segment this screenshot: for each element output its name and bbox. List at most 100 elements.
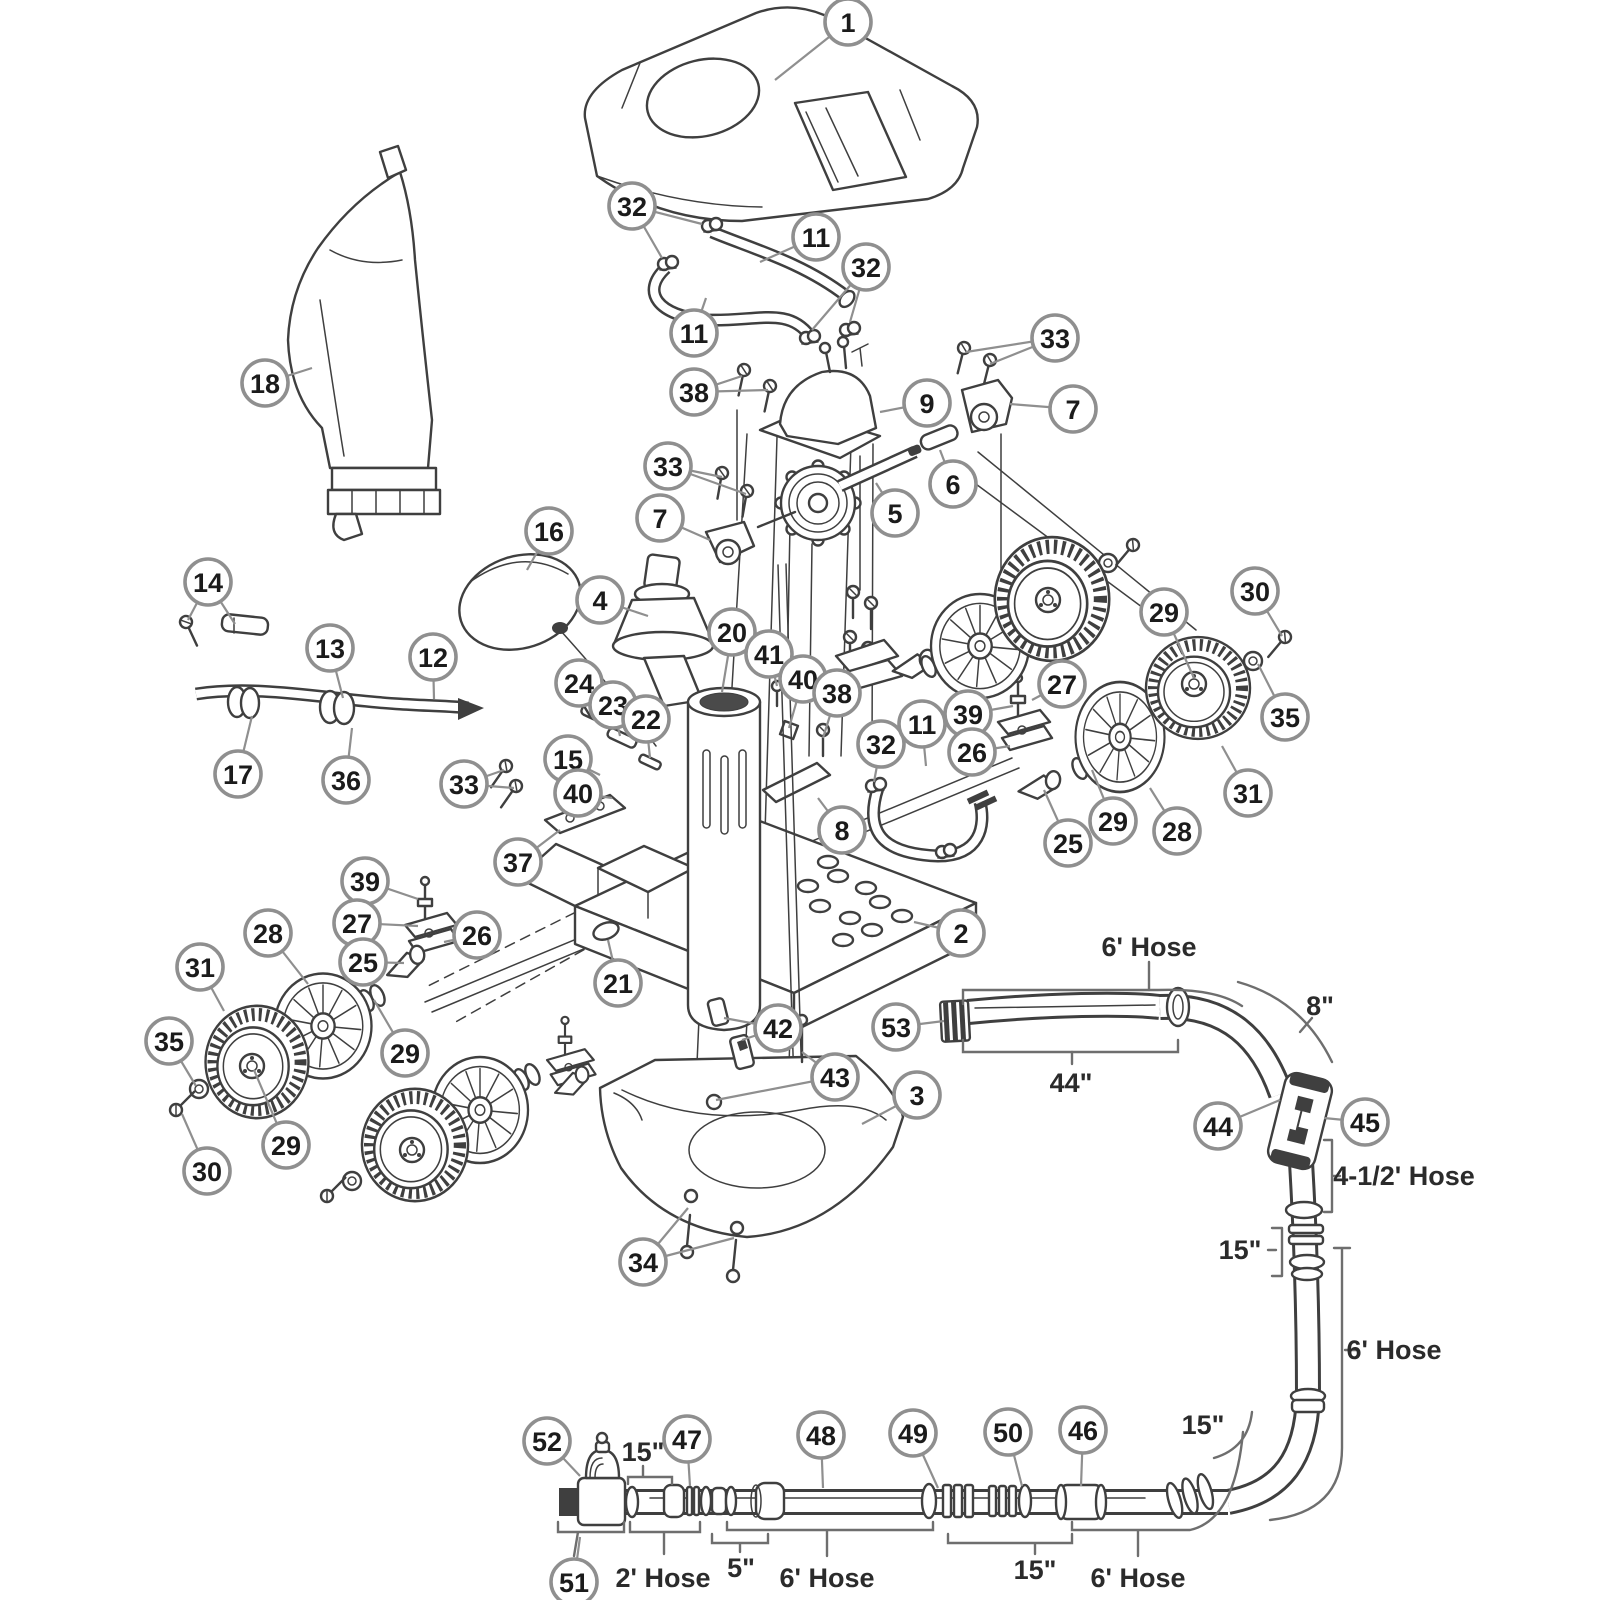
callout-32: 32	[811, 242, 891, 331]
callout-number: 33	[653, 452, 683, 482]
callout-30: 30	[180, 1113, 232, 1196]
callout-number: 42	[763, 1014, 793, 1044]
callout-number: 49	[898, 1419, 928, 1449]
callout-4: 4	[575, 575, 649, 625]
callout-number: 43	[820, 1063, 850, 1093]
callout-number: 38	[822, 679, 852, 709]
callout-number: 6	[945, 470, 960, 500]
shutoff-valve	[559, 1431, 627, 1527]
callout-number: 35	[1270, 703, 1300, 733]
callout-number: 7	[1065, 395, 1080, 425]
callout-11: 11	[759, 212, 841, 264]
callout-31: 31	[1221, 745, 1273, 818]
callout-1: 1	[774, 0, 873, 81]
callout-29: 29	[373, 999, 430, 1078]
callout-number: 52	[532, 1427, 562, 1457]
callout-number: 51	[559, 1568, 589, 1598]
callout-53: 53	[871, 1002, 945, 1052]
callout-52: 52	[522, 1416, 581, 1477]
callout-48: 48	[796, 1410, 846, 1489]
callout-number: 39	[350, 867, 380, 897]
callout-21: 21	[593, 939, 643, 1008]
callout-number: 14	[193, 568, 223, 598]
callout-31: 31	[175, 942, 225, 1012]
callout-36: 36	[321, 727, 371, 805]
callout-number: 32	[866, 730, 896, 760]
callout-number: 31	[185, 953, 215, 983]
dimension-label: 15"	[1014, 1555, 1057, 1585]
callout-number: 24	[564, 669, 594, 699]
callout-number: 34	[628, 1248, 658, 1278]
callout-number: 38	[679, 378, 709, 408]
callout-42: 42	[723, 1003, 803, 1053]
callout-number: 35	[154, 1027, 184, 1057]
callout-50: 50	[983, 1407, 1033, 1487]
callout-3: 3	[861, 1070, 942, 1125]
callout-37: 37	[493, 829, 561, 887]
callout-33: 33	[439, 759, 515, 809]
callout-number: 32	[617, 192, 647, 222]
callout-6: 6	[928, 449, 978, 509]
callout-number: 5	[887, 499, 902, 529]
dimension-label: 6' Hose	[1102, 932, 1197, 962]
callout-26: 26	[947, 727, 1011, 777]
dimension-label: 2' Hose	[616, 1563, 711, 1593]
callout-number: 29	[1149, 598, 1179, 628]
callout-number: 25	[348, 948, 378, 978]
callout-45: 45	[1323, 1097, 1390, 1147]
callout-35: 35	[144, 1016, 197, 1087]
callout-5: 5	[870, 482, 920, 538]
callout-number: 11	[680, 319, 709, 349]
callout-51: 51	[549, 1536, 599, 1600]
callout-29: 29	[1139, 587, 1196, 679]
dimension-label: 44"	[1050, 1068, 1093, 1098]
callout-number: 33	[1040, 324, 1070, 354]
callout-number: 26	[462, 921, 492, 951]
callout-40: 40	[553, 768, 613, 818]
callout-number: 3	[909, 1081, 924, 1111]
drive-gear	[774, 459, 862, 547]
callout-number: 16	[534, 517, 564, 547]
callout-28: 28	[243, 908, 309, 985]
callout-18: 18	[240, 358, 313, 408]
callout-number: 17	[223, 760, 253, 790]
dimension-label: 8"	[1306, 991, 1334, 1021]
callout-number: 22	[631, 705, 661, 735]
chassis	[516, 818, 978, 1033]
callout-43: 43	[715, 1051, 860, 1102]
callout-number: 40	[563, 779, 593, 809]
callout-number: 32	[851, 253, 881, 283]
callout-24: 24	[554, 658, 604, 713]
callout-number: 41	[754, 640, 784, 670]
callout-33: 33	[643, 441, 747, 496]
callout-46: 46	[1058, 1405, 1108, 1487]
callout-25: 25	[338, 937, 405, 987]
callout-number: 9	[919, 389, 934, 419]
callout-number: 36	[331, 766, 361, 796]
callout-number: 20	[717, 618, 747, 648]
wheels	[206, 537, 1250, 1201]
callout-number: 46	[1068, 1416, 1098, 1446]
callout-number: 28	[253, 919, 283, 949]
callout-8: 8	[817, 797, 867, 855]
head-assembly	[704, 335, 1014, 566]
callout-32: 32	[607, 181, 703, 259]
callout-number: 7	[652, 504, 667, 534]
callout-number: 26	[957, 738, 987, 768]
middle-hose	[864, 776, 998, 863]
dimension-label: 6' Hose	[780, 1563, 875, 1593]
standpipe	[686, 563, 803, 1087]
callout-32: 32	[856, 719, 906, 783]
callout-12: 12	[408, 632, 458, 700]
top-cover	[583, 6, 979, 223]
callout-number: 25	[1053, 829, 1083, 859]
callout-number: 29	[390, 1039, 420, 1069]
callout-number: 37	[503, 848, 533, 878]
callout-20: 20	[707, 607, 757, 693]
callout-17: 17	[213, 715, 263, 799]
callout-14: 14	[183, 557, 236, 625]
callout-33: 33	[965, 313, 1080, 366]
callout-number: 4	[592, 586, 607, 616]
callout-9: 9	[879, 378, 952, 428]
